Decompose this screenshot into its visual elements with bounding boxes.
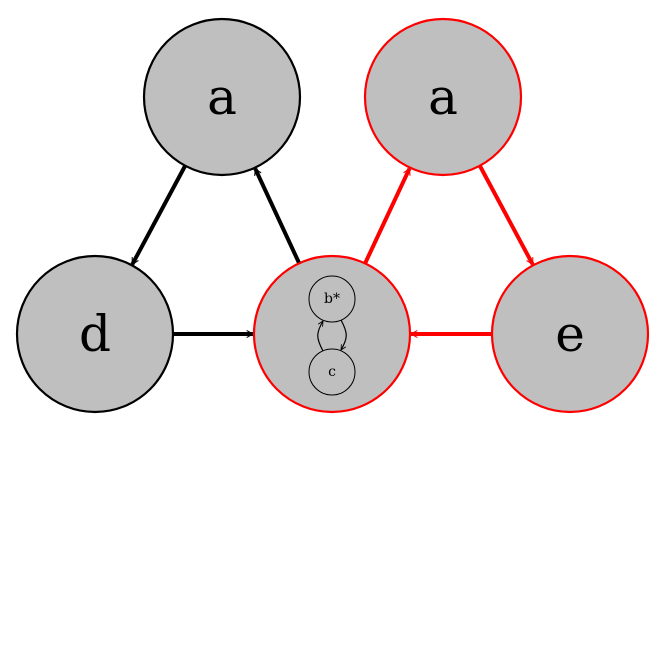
- edge-a-left-to-d: [130, 164, 187, 266]
- node-e[interactable]: e: [490, 254, 650, 414]
- node-label-e: e: [555, 305, 585, 363]
- node-circle-d: [15, 254, 175, 414]
- node-circle-compound: [252, 254, 412, 414]
- nodes-layer: a a d e b* c: [15, 17, 650, 414]
- inner-edge-b-star-to-c: [340, 319, 347, 351]
- node-compound[interactable]: b* c: [252, 254, 412, 414]
- inner-node-b-star[interactable]: b*: [308, 275, 356, 323]
- node-a-left[interactable]: a: [142, 17, 302, 177]
- node-label-a-right: a: [428, 68, 458, 126]
- node-d[interactable]: d: [15, 254, 175, 414]
- inner-node-c[interactable]: c: [308, 348, 356, 396]
- edge-a-right-to-e: [478, 164, 535, 266]
- edge-compound-to-a-left: [253, 167, 301, 265]
- node-circle-e: [490, 254, 650, 414]
- inner-node-circle-b-star: [308, 275, 356, 323]
- inner-node-label-b-star: b*: [324, 291, 340, 307]
- edge-compound-to-a-right: [363, 167, 412, 265]
- inner-edge-c-to-b-star: [317, 320, 324, 352]
- node-circle-a-left: [142, 17, 302, 177]
- node-label-d: d: [79, 305, 111, 363]
- edges-layer: [130, 164, 535, 338]
- inner-node-circle-c: [308, 348, 356, 396]
- node-a-right[interactable]: a: [363, 17, 523, 177]
- inner-node-label-c: c: [328, 364, 336, 380]
- node-circle-a-right: [363, 17, 523, 177]
- node-label-a-left: a: [207, 68, 237, 126]
